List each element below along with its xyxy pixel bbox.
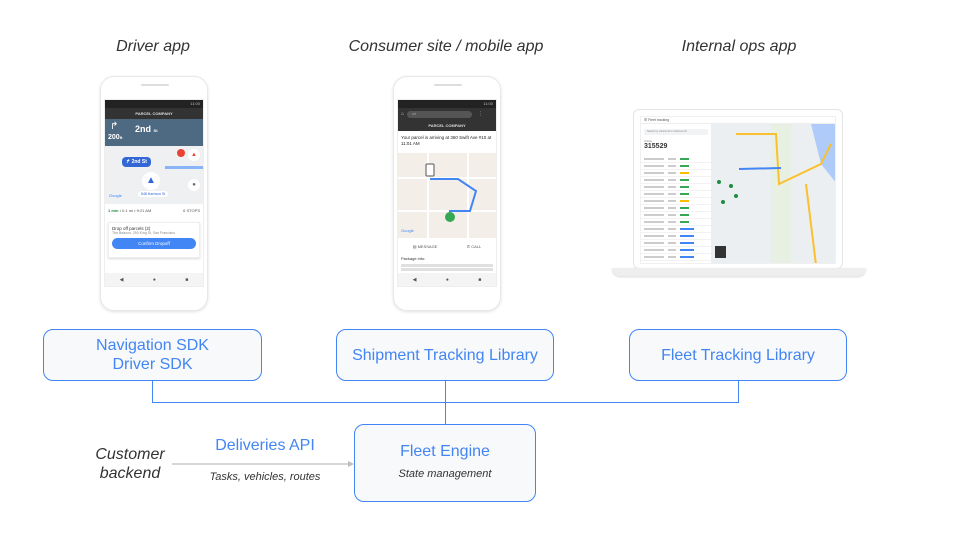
system-nav-bar: ◀ ● ■ (105, 273, 203, 286)
status-badge (680, 234, 694, 238)
route-label: ↱ 2nd St (122, 157, 151, 167)
home-icon[interactable]: ● (152, 276, 156, 283)
ops-search-input[interactable]: Search by vehicle ID or shipment ID (644, 129, 708, 135)
connector-line (152, 402, 739, 404)
consumer-app-phone: 11:00 ⌂ url ⋮ PARCEL COMPANY Your parcel… (393, 76, 501, 311)
driver-app-title: Driver app (116, 38, 190, 55)
api-arrow (172, 461, 354, 467)
status-bar: 11:00 (398, 100, 496, 108)
table-row[interactable] (641, 191, 711, 198)
confirm-dropoff-button[interactable]: Confirm Dropoff (112, 238, 196, 249)
status-badge (680, 192, 689, 196)
back-icon[interactable]: ◀ (412, 276, 417, 283)
deliveries-api-label: Deliveries API (215, 437, 315, 454)
message-button[interactable]: ▤ MESSAGE (412, 243, 438, 249)
status-badge (680, 227, 694, 231)
app-bar: PARCEL COMPANY (398, 120, 496, 131)
more-icon[interactable]: ⋮ (478, 111, 484, 117)
table-row[interactable] (641, 156, 711, 163)
ops-app-bar: ☰ Fleet tracking (641, 117, 835, 124)
status-badge (680, 255, 694, 259)
turn-banner: ↱ 200ft 2nd St (105, 119, 203, 146)
destination-marker-icon (177, 149, 185, 157)
status-badge (680, 157, 689, 161)
table-row[interactable] (641, 184, 711, 191)
deliveries-api-subtitle: Tasks, vehicles, routes (209, 471, 321, 483)
recents-icon[interactable]: ■ (185, 276, 189, 283)
table-row[interactable] (641, 226, 711, 233)
ops-app-title: Internal ops app (681, 38, 797, 55)
compass-icon[interactable]: ▲ (188, 149, 200, 161)
table-row[interactable] (641, 205, 711, 212)
table-row[interactable] (641, 198, 711, 205)
recenter-icon[interactable]: ● (188, 179, 200, 191)
status-badge (680, 248, 694, 252)
eta-row: 1 min • 0.1 mi • 9:21 AM 6 STOPS (108, 207, 200, 213)
app-bar: PARCEL COMPANY (105, 108, 203, 119)
table-row[interactable] (641, 254, 711, 261)
status-badge (680, 178, 689, 182)
status-badge (680, 220, 689, 224)
fleet-tracking-library-box: Fleet Tracking Library (629, 329, 847, 381)
consumer-app-title: Consumer site / mobile app (348, 38, 544, 55)
table-row[interactable] (641, 240, 711, 247)
turn-right-icon: ↱ (110, 121, 119, 132)
table-row[interactable] (641, 163, 711, 170)
table-row[interactable] (641, 170, 711, 177)
table-row[interactable] (641, 247, 711, 254)
arrival-message: Your parcel is arriving at 360 Swift Ave… (401, 135, 492, 146)
tracking-map[interactable]: Google (398, 153, 496, 238)
fleet-engine-box: Fleet Engine State management (354, 424, 536, 502)
status-badge (680, 171, 689, 175)
shipment-tracking-library-box: Shipment Tracking Library (336, 329, 554, 381)
ops-map[interactable] (711, 124, 835, 263)
table-row[interactable] (641, 219, 711, 226)
map[interactable]: ↱ 2nd St ▲ ▲ ● Google 848 Harrison St (105, 146, 203, 204)
vehicle-arrow-icon: ▲ (142, 172, 160, 190)
home-icon[interactable]: ⌂ (401, 111, 405, 117)
system-nav-bar: ◀ ● ■ (398, 273, 496, 286)
status-badge (680, 185, 689, 189)
call-button[interactable]: ✆ CALL (466, 243, 482, 249)
shipments-table (641, 156, 711, 261)
status-badge (680, 213, 689, 217)
url-input[interactable]: url (407, 110, 473, 118)
table-row[interactable] (641, 212, 711, 219)
status-badge (680, 206, 689, 210)
home-icon[interactable]: ● (445, 276, 449, 283)
task-card: Drop off parcels (2) The Beacon, 250 Kin… (108, 222, 200, 258)
browser-bar: ⌂ url ⋮ (398, 108, 496, 120)
status-bar: 11:00 (105, 100, 203, 108)
status-badge (680, 241, 694, 245)
driver-app-phone: 11:00 PARCEL COMPANY ↱ 200ft 2nd St ↱ 2n… (100, 76, 208, 311)
package-info: Package info: (401, 256, 426, 261)
back-icon[interactable]: ◀ (119, 276, 124, 283)
laptop-base (612, 268, 866, 276)
table-row[interactable] (641, 177, 711, 184)
ops-laptop: ☰ Fleet tracking Search by vehicle ID or… (633, 109, 843, 269)
recents-icon[interactable]: ■ (478, 276, 482, 283)
status-badge (680, 164, 689, 168)
address-chip: 848 Harrison St (138, 191, 169, 197)
status-badge (680, 199, 689, 203)
table-row[interactable] (641, 233, 711, 240)
